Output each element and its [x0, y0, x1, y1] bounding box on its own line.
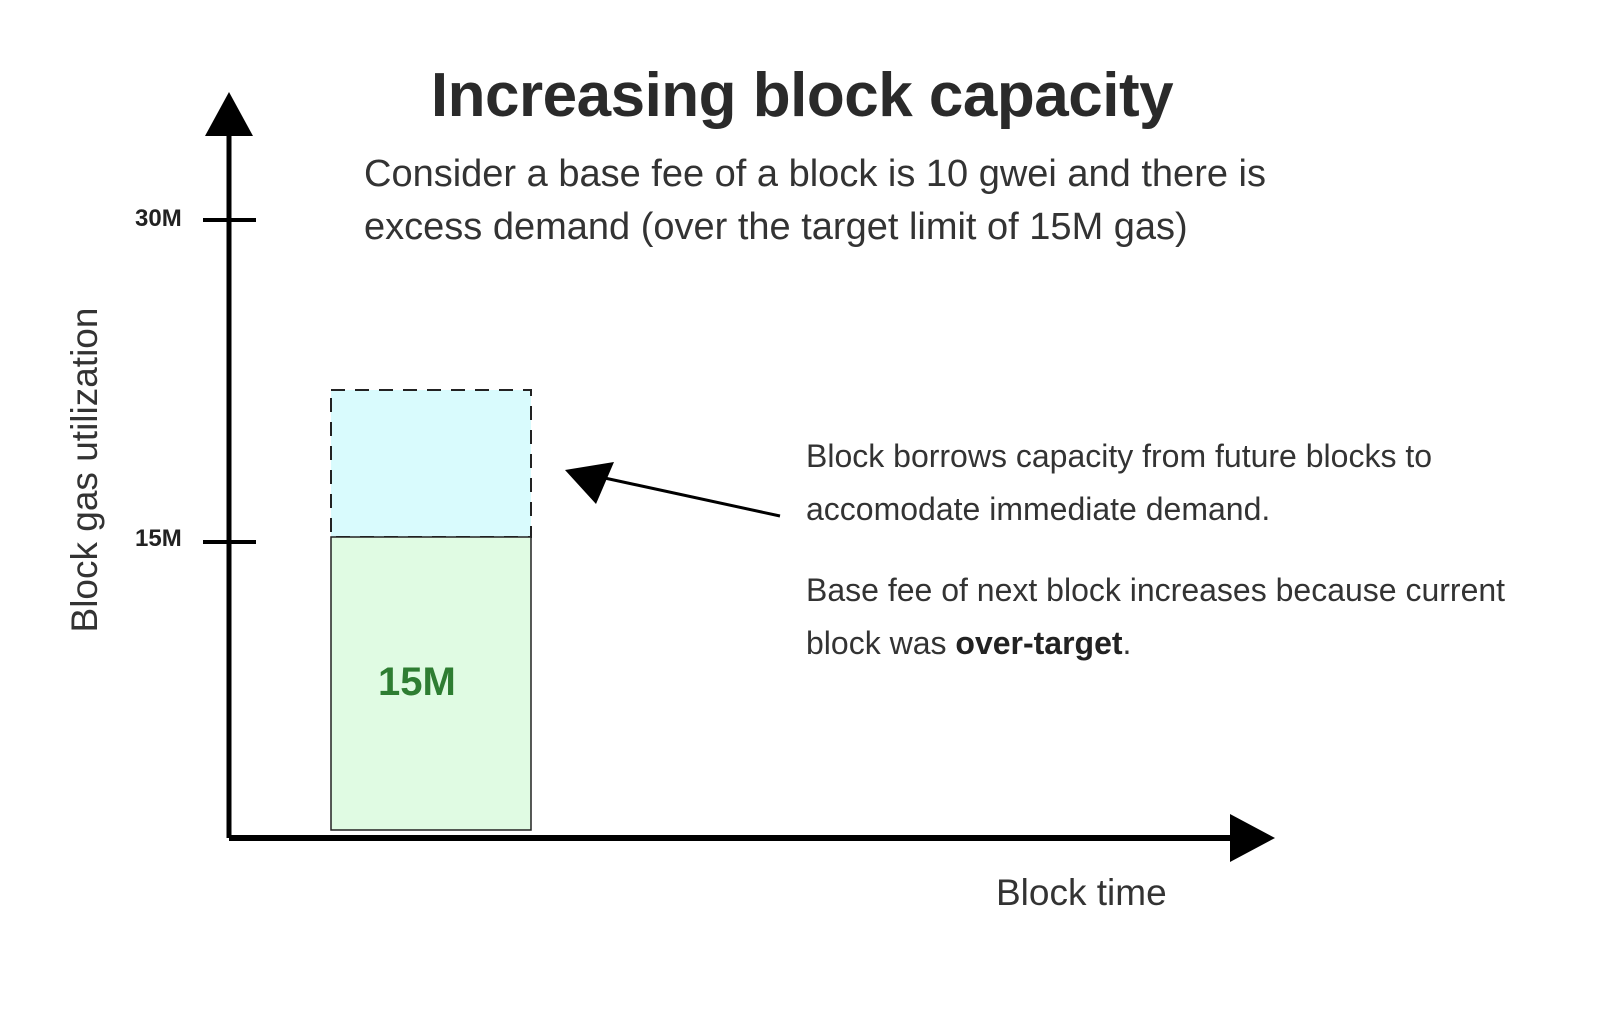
x-axis-label: Block time: [996, 872, 1167, 913]
note2-line-1: Base fee of next block increases because…: [806, 572, 1506, 608]
pointer-arrowhead: [565, 462, 614, 504]
base-fee-note: Base fee of next block increases because…: [806, 564, 1586, 670]
note1-line-2: accomodate immediate demand.: [806, 491, 1271, 527]
target-capacity-block: [330, 536, 532, 831]
x-axis-arrowhead: [1230, 814, 1275, 862]
tick-label-15m: 15M: [135, 525, 182, 552]
y-axis-label: Block gas utilization: [64, 307, 105, 633]
tick-label-30m: 30M: [135, 205, 182, 232]
subtitle-line-2: excess demand (over the target limit of …: [364, 206, 1188, 248]
note2-prefix: block was: [806, 625, 956, 661]
pointer-arrow-line: [599, 475, 781, 518]
block-base-label: 15M: [378, 660, 456, 704]
note2-bold-term: over-target: [955, 625, 1123, 661]
note1-line-1: Block borrows capacity from future block…: [806, 438, 1433, 474]
y-axis-arrowhead: [205, 92, 253, 136]
diagram-subtitle: Consider a base fee of a block is 10 gwe…: [364, 148, 1344, 254]
note2-line-2: block was over-target.: [806, 617, 1586, 670]
borrow-capacity-note: Block borrows capacity from future block…: [806, 430, 1586, 536]
diagram-title: Increasing block capacity: [430, 61, 1174, 130]
note2-suffix: .: [1122, 625, 1132, 661]
excess-capacity-block: [330, 389, 532, 538]
subtitle-line-1: Consider a base fee of a block is 10 gwe…: [364, 153, 1266, 195]
